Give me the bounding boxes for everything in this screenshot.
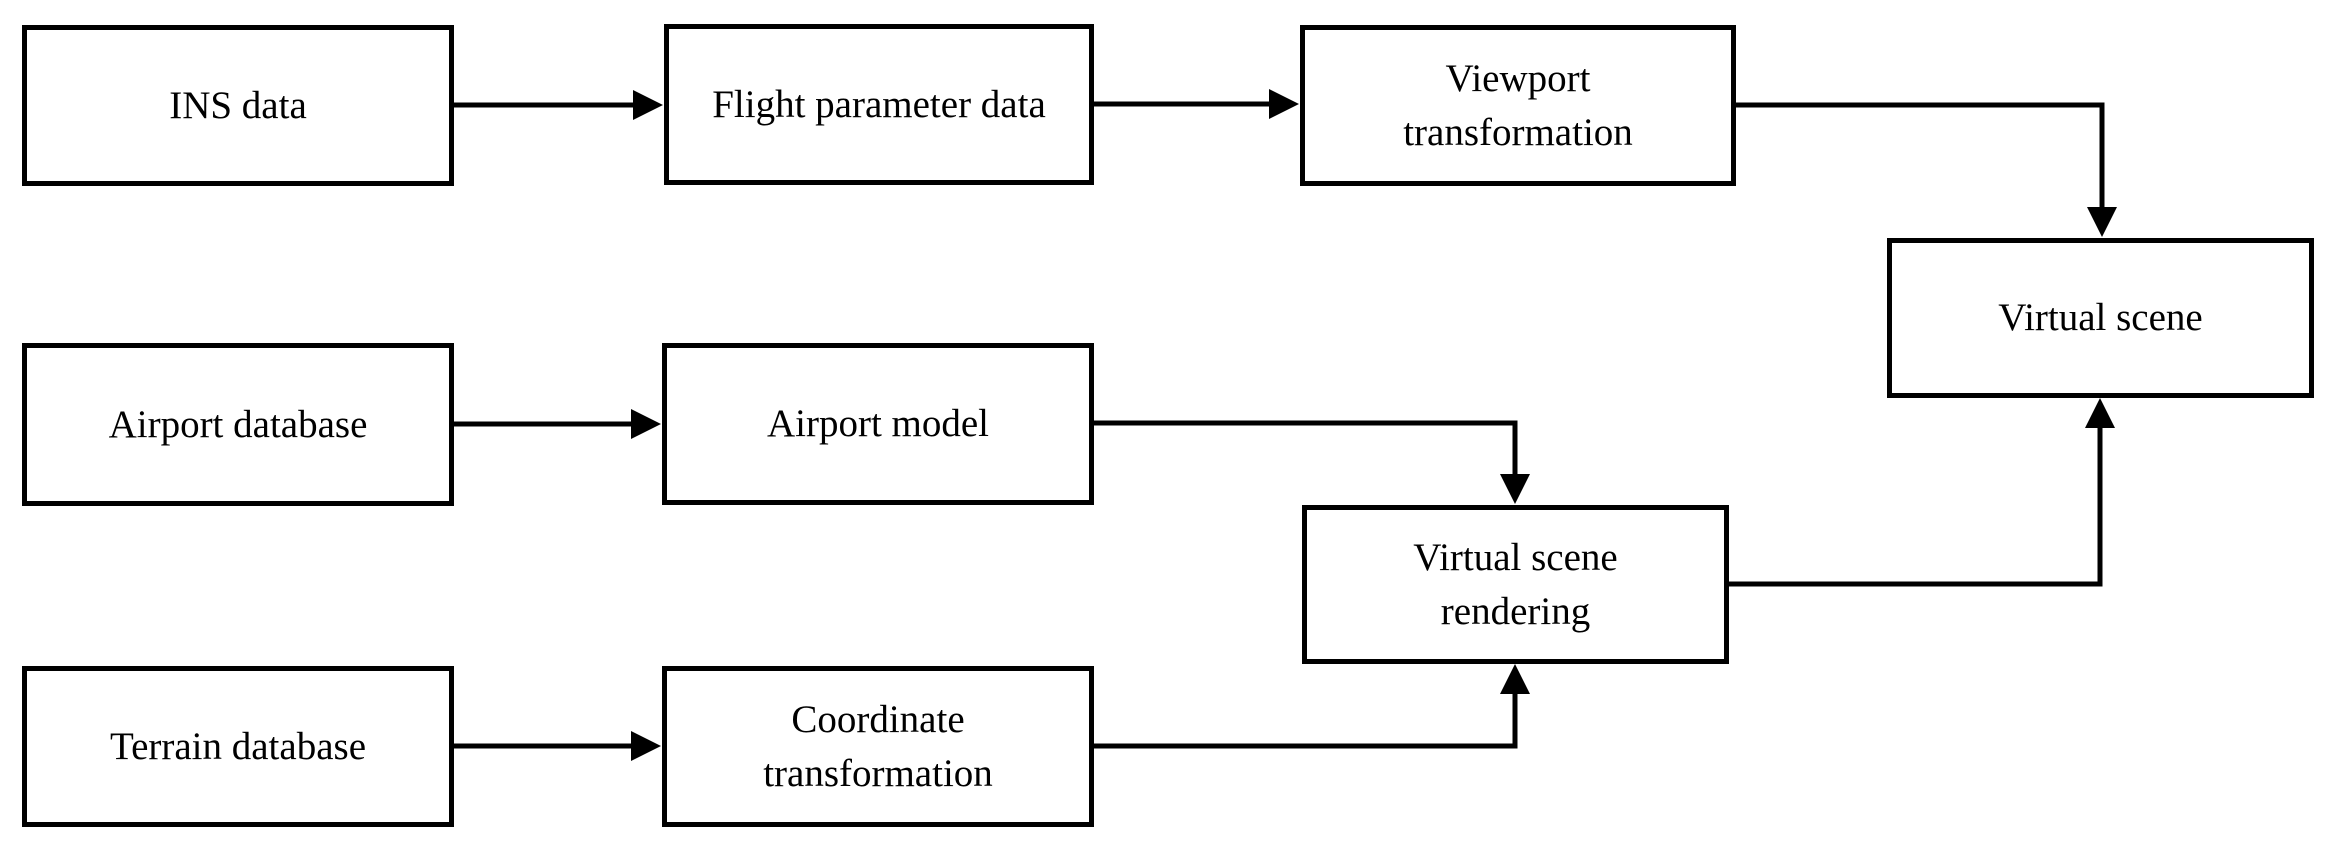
node-viewport-transformation: Viewport transformation — [1300, 25, 1736, 186]
node-airport-model: Airport model — [662, 343, 1094, 505]
node-label-airport-database: Airport database — [108, 402, 368, 446]
node-label-viewport-transformation: Viewport transformation — [1403, 56, 1633, 154]
node-label-ins-data: INS data — [169, 83, 307, 127]
arrow-viewport-to-virtual-scene — [1734, 102, 2117, 237]
node-airport-database: Airport database — [22, 343, 454, 506]
node-virtual-scene: Virtual scene — [1887, 238, 2314, 398]
node-label-coordinate-transformation: Coordinate transformation — [763, 697, 993, 795]
node-terrain-database: Terrain database — [22, 666, 454, 827]
node-label-virtual-scene: Virtual scene — [1998, 296, 2203, 340]
node-label-terrain-database: Terrain database — [109, 724, 367, 768]
node-label-flight-parameter-data: Flight parameter data — [712, 82, 1046, 126]
arrow-airport-model-to-rendering — [1092, 420, 1530, 504]
node-coordinate-transformation: Coordinate transformation — [662, 666, 1094, 827]
arrow-coordinate-to-rendering — [1092, 664, 1530, 749]
node-virtual-scene-rendering: Virtual scene rendering — [1302, 505, 1729, 664]
arrow-rendering-to-virtual-scene — [1728, 398, 2115, 587]
node-label-virtual-scene-rendering: Virtual scene rendering — [1413, 535, 1618, 633]
node-ins-data: INS data — [22, 25, 454, 186]
node-flight-parameter-data: Flight parameter data — [664, 24, 1094, 185]
node-label-airport-model: Airport model — [766, 402, 990, 446]
